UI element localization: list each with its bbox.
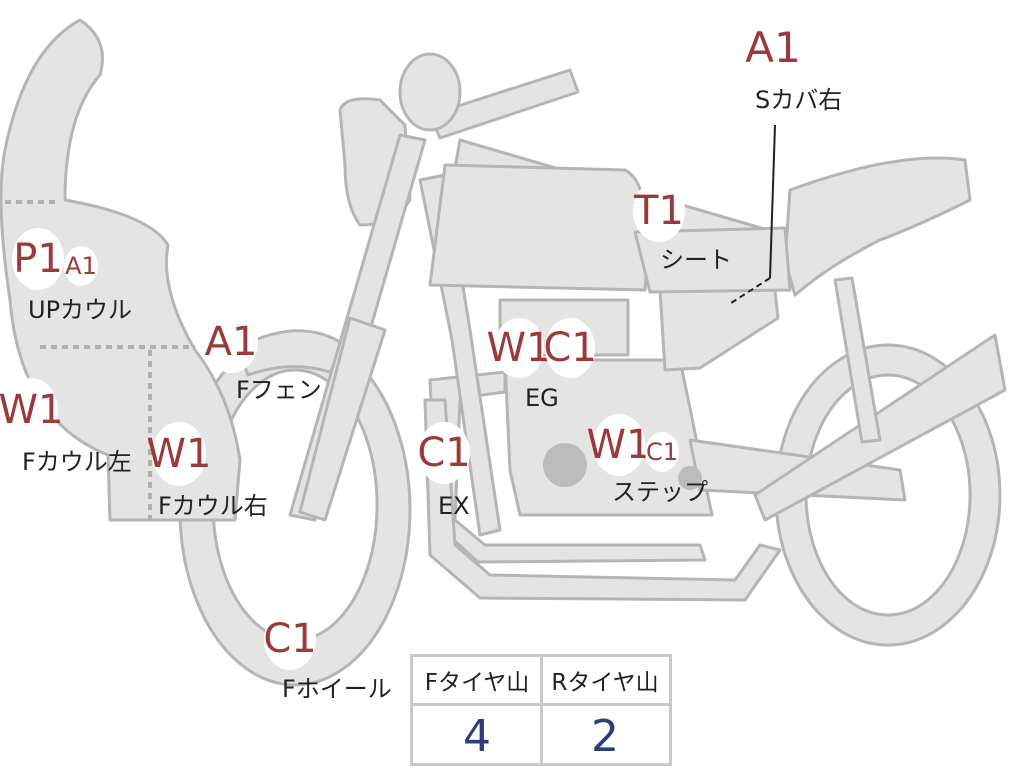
step-w1-badge: W1 — [587, 414, 652, 476]
rear-wheel — [774, 343, 1002, 647]
table-column-divider — [540, 657, 543, 763]
ex-label: EX — [438, 492, 470, 520]
engine-cover-disc — [543, 443, 587, 487]
eg-label: EG — [525, 384, 559, 412]
front-cowl — [0, 18, 242, 522]
footpeg-disc — [678, 466, 702, 490]
scover-leader-dash — [727, 277, 771, 306]
f-cowl-left-label: Fカウル左 — [22, 448, 132, 476]
ffender-a1-badge: A1 — [204, 311, 258, 373]
scover-right-label: Sカバ右 — [755, 86, 843, 114]
scover-a1-badge: A1 — [745, 14, 801, 82]
rear-fender — [753, 333, 1007, 522]
rear-tire-value: 2 — [591, 710, 619, 762]
seat — [633, 226, 792, 294]
side-cover — [658, 288, 780, 372]
up-cowl-label: UPカウル — [28, 296, 133, 324]
fcowl-right-w1-badge: W1 — [147, 422, 212, 486]
mirror — [398, 52, 462, 132]
tire-tread-table: Fタイヤ山 Rタイヤ山 4 2 — [410, 654, 672, 766]
fork-lower — [298, 316, 387, 522]
seat-t1-badge: T1 — [633, 180, 685, 242]
step-label: ステップ — [612, 478, 708, 506]
front-tire-header: Fタイヤ山 — [424, 670, 530, 696]
upcowl-p1-badge: P1 — [12, 228, 64, 290]
upcowl-a1-badge: A1 — [64, 246, 98, 286]
eg-w1-badge: W1 — [487, 318, 552, 378]
fwheel-c1-badge: C1 — [263, 608, 317, 670]
f-cowl-right-label: Fカウル右 — [158, 492, 268, 520]
eg-c1-badge: C1 — [543, 318, 597, 378]
fcowl-left-w1-badge: W1 — [0, 378, 64, 442]
exhaust-pipe-lower — [423, 398, 782, 602]
rear-tire-header: Rタイヤ山 — [551, 670, 659, 696]
seat-label: シート — [660, 246, 732, 274]
f-wheel-label: Fホイール — [282, 675, 392, 703]
rear-shock — [833, 276, 882, 444]
scover-leader-line — [769, 124, 776, 279]
ex-c1-badge: C1 — [417, 422, 471, 484]
tail-cowl — [783, 156, 972, 297]
fuel-tank — [428, 163, 649, 292]
f-fender-label: Fフェン — [236, 376, 322, 404]
front-tire-value: 4 — [463, 710, 491, 762]
step-c1-badge: C1 — [645, 432, 679, 472]
